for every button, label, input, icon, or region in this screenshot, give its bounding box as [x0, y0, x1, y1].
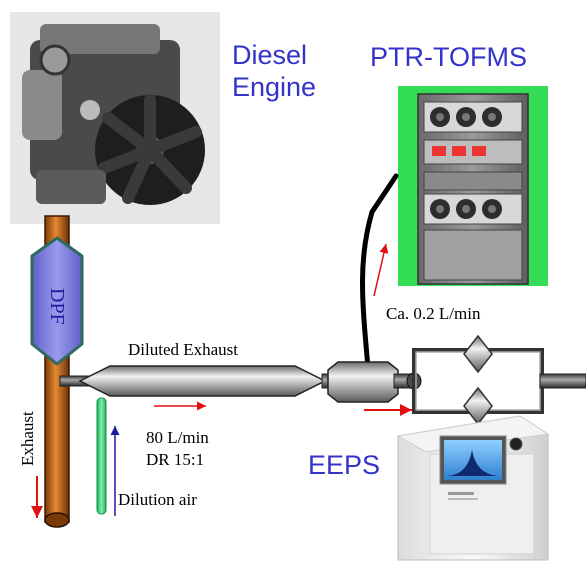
- ptr-instrument-icon: [398, 86, 548, 286]
- sample-flow-label: Ca. 0.2 L/min: [386, 304, 481, 323]
- exhaust-label: Exhaust: [18, 411, 37, 466]
- flow-rate-label: 80 L/min: [146, 428, 209, 447]
- diesel-engine-label-line2: Engine: [232, 71, 317, 102]
- diluted-exhaust-label: Diluted Exhaust: [128, 340, 239, 359]
- eeps-instrument-icon: [396, 415, 550, 561]
- dilution-ratio-label: DR 15:1: [146, 450, 205, 469]
- diesel-engine-label: Diesel Engine: [232, 40, 316, 104]
- dpf-label: DPF: [46, 287, 68, 325]
- ptr-sampling-line: [360, 173, 399, 371]
- engine-icon: [10, 12, 220, 224]
- sample-flow-arrow: [373, 243, 389, 297]
- eeps-manifold: [412, 334, 586, 426]
- dpf-filter: [30, 236, 84, 366]
- dilution-air-tube: [96, 397, 107, 515]
- ptr-tofms-label: PTR-TOFMS: [370, 42, 527, 72]
- dilution-tunnel: [59, 361, 422, 403]
- dilution-air-label: Dilution air: [118, 490, 197, 509]
- eeps-label: EEPS: [308, 450, 381, 480]
- diesel-engine-label-line1: Diesel: [232, 40, 308, 70]
